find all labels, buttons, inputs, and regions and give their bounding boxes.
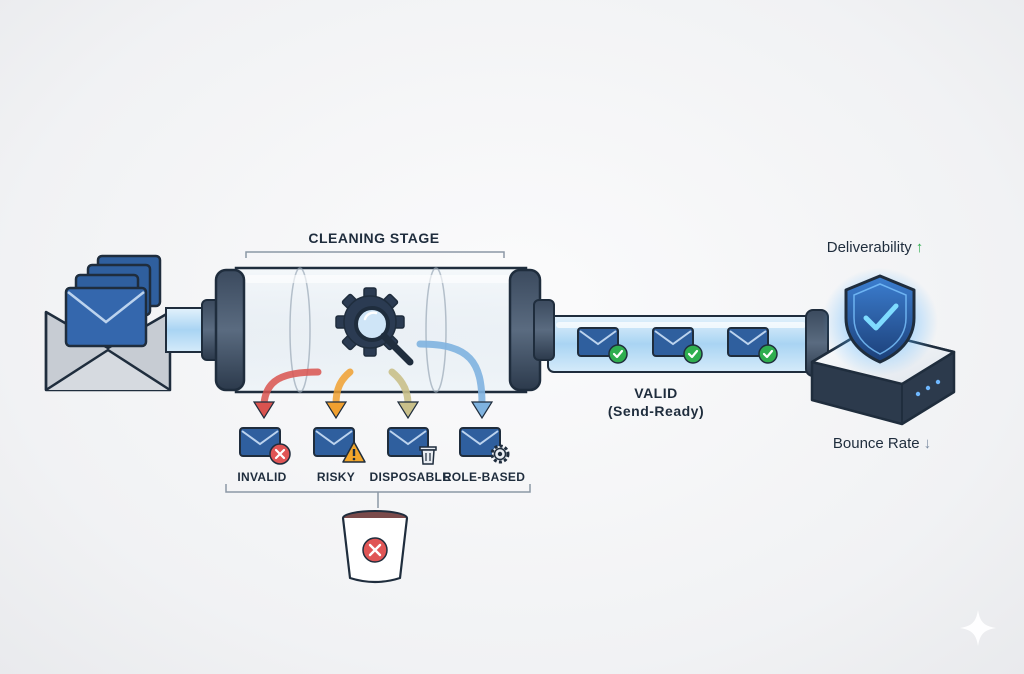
- valid-sublabel: (Send-Ready): [608, 403, 704, 419]
- divert-arrow-invalid: [252, 368, 322, 420]
- x-badge-icon: [362, 537, 388, 563]
- stage-bottom-bracket: [225, 484, 531, 493]
- sparkle-icon: [960, 610, 996, 646]
- gear-icon: [490, 444, 510, 464]
- category-disposable: [387, 427, 437, 465]
- check-badge-icon: [758, 344, 778, 364]
- stage-title: CLEANING STAGE: [308, 230, 439, 246]
- category-label-invalid: INVALID: [237, 470, 286, 484]
- check-badge-icon: [683, 344, 703, 364]
- trash-icon: [419, 446, 437, 465]
- x-badge-icon: [269, 443, 291, 465]
- valid-envelope-1: [577, 327, 628, 364]
- deliverability-up-arrow-icon: ↑: [916, 239, 924, 256]
- inbox-stack-icon: [44, 254, 172, 392]
- trash-bin-icon: [341, 510, 409, 584]
- warning-icon: [342, 441, 366, 463]
- bounce-rate-down-arrow-icon: ↓: [924, 435, 932, 452]
- stage-top-bracket: [245, 251, 505, 258]
- category-label-disposable: DISPOSABLE: [369, 470, 450, 484]
- category-risky: [313, 427, 366, 463]
- shield-check-icon: [822, 268, 938, 376]
- category-label-risky: RISKY: [317, 470, 355, 484]
- envelope-icon: [239, 427, 281, 457]
- magnifier-gear-icon: [335, 287, 414, 366]
- valid-envelope-3: [727, 327, 778, 364]
- deliverability-label: Deliverability: [827, 239, 913, 256]
- valid-envelope-2: [652, 327, 703, 364]
- divert-arrow-disposable: [388, 368, 420, 420]
- envelope-icon: [459, 427, 501, 457]
- deliverability-metric: Deliverability↑: [827, 239, 924, 256]
- category-label-role-based: ROLE-BASED: [443, 470, 525, 484]
- check-badge-icon: [608, 344, 628, 364]
- valid-label: VALID: [634, 385, 677, 401]
- bounce-rate-metric: Bounce Rate↓: [833, 435, 931, 452]
- divert-arrow-risky: [324, 368, 354, 420]
- divert-arrow-role-based: [416, 340, 494, 420]
- envelope-icon: [387, 427, 429, 457]
- category-role-based: [459, 427, 510, 464]
- category-invalid: [239, 427, 291, 465]
- bounce-rate-label: Bounce Rate: [833, 435, 920, 452]
- cleaning-cylinder: [201, 266, 829, 394]
